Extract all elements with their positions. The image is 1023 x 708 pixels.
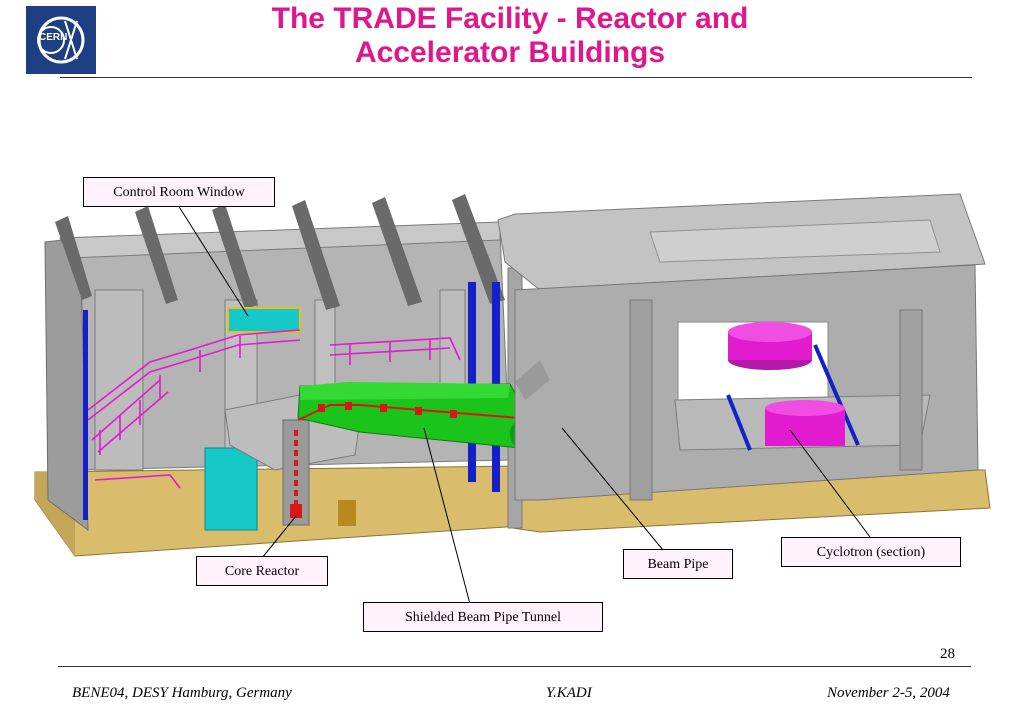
accelerator-column xyxy=(629,299,653,501)
callout-cyclotron: Cyclotron (section) xyxy=(781,537,961,567)
page-number: 28 xyxy=(940,646,955,662)
core-reactor xyxy=(290,504,302,518)
reactor-dark-block xyxy=(338,500,356,526)
partition-wall xyxy=(94,289,144,471)
cern-logo: CERN xyxy=(26,6,96,74)
callout-beam-pipe: Beam Pipe xyxy=(623,549,733,579)
callout-shielded-tunnel: Shielded Beam Pipe Tunnel xyxy=(363,602,603,632)
header-rule xyxy=(60,77,972,78)
footer-rule xyxy=(58,666,971,667)
blue-strut xyxy=(813,344,860,446)
stair-railings xyxy=(87,329,461,489)
blue-column xyxy=(468,282,476,482)
reactor-cyan-block xyxy=(204,447,258,531)
control-room-window xyxy=(227,307,301,333)
accelerator-wedge xyxy=(515,360,550,400)
leader-lines xyxy=(177,204,874,605)
cyclotron-section xyxy=(765,400,845,446)
blue-column xyxy=(83,310,88,520)
roof-beam xyxy=(135,206,178,304)
callout-core-reactor: Core Reactor xyxy=(196,556,328,586)
roof-beam xyxy=(212,204,258,309)
roof-beam xyxy=(372,197,422,306)
accelerator-column xyxy=(899,309,923,471)
cern-logo-text: CERN xyxy=(39,32,68,43)
slide-title: The TRADE Facility - Reactor and Acceler… xyxy=(150,2,870,70)
cern-logo-icon xyxy=(31,11,91,69)
footer-left: BENE04, DESY Hamburg, Germany xyxy=(72,685,292,701)
callout-control-room-window: Control Room Window xyxy=(83,177,275,207)
title-line-2: Accelerator Buildings xyxy=(354,36,666,69)
footer-right: November 2-5, 2004 xyxy=(827,685,950,701)
footer-center: Y.KADI xyxy=(546,685,592,701)
roof-beam xyxy=(452,194,505,304)
cyclotron-upper xyxy=(728,322,812,370)
title-line-1: The TRADE Facility - Reactor and xyxy=(271,2,749,35)
roof-beam xyxy=(292,200,340,310)
roof-beam xyxy=(55,216,92,300)
blue-strut xyxy=(726,394,752,451)
